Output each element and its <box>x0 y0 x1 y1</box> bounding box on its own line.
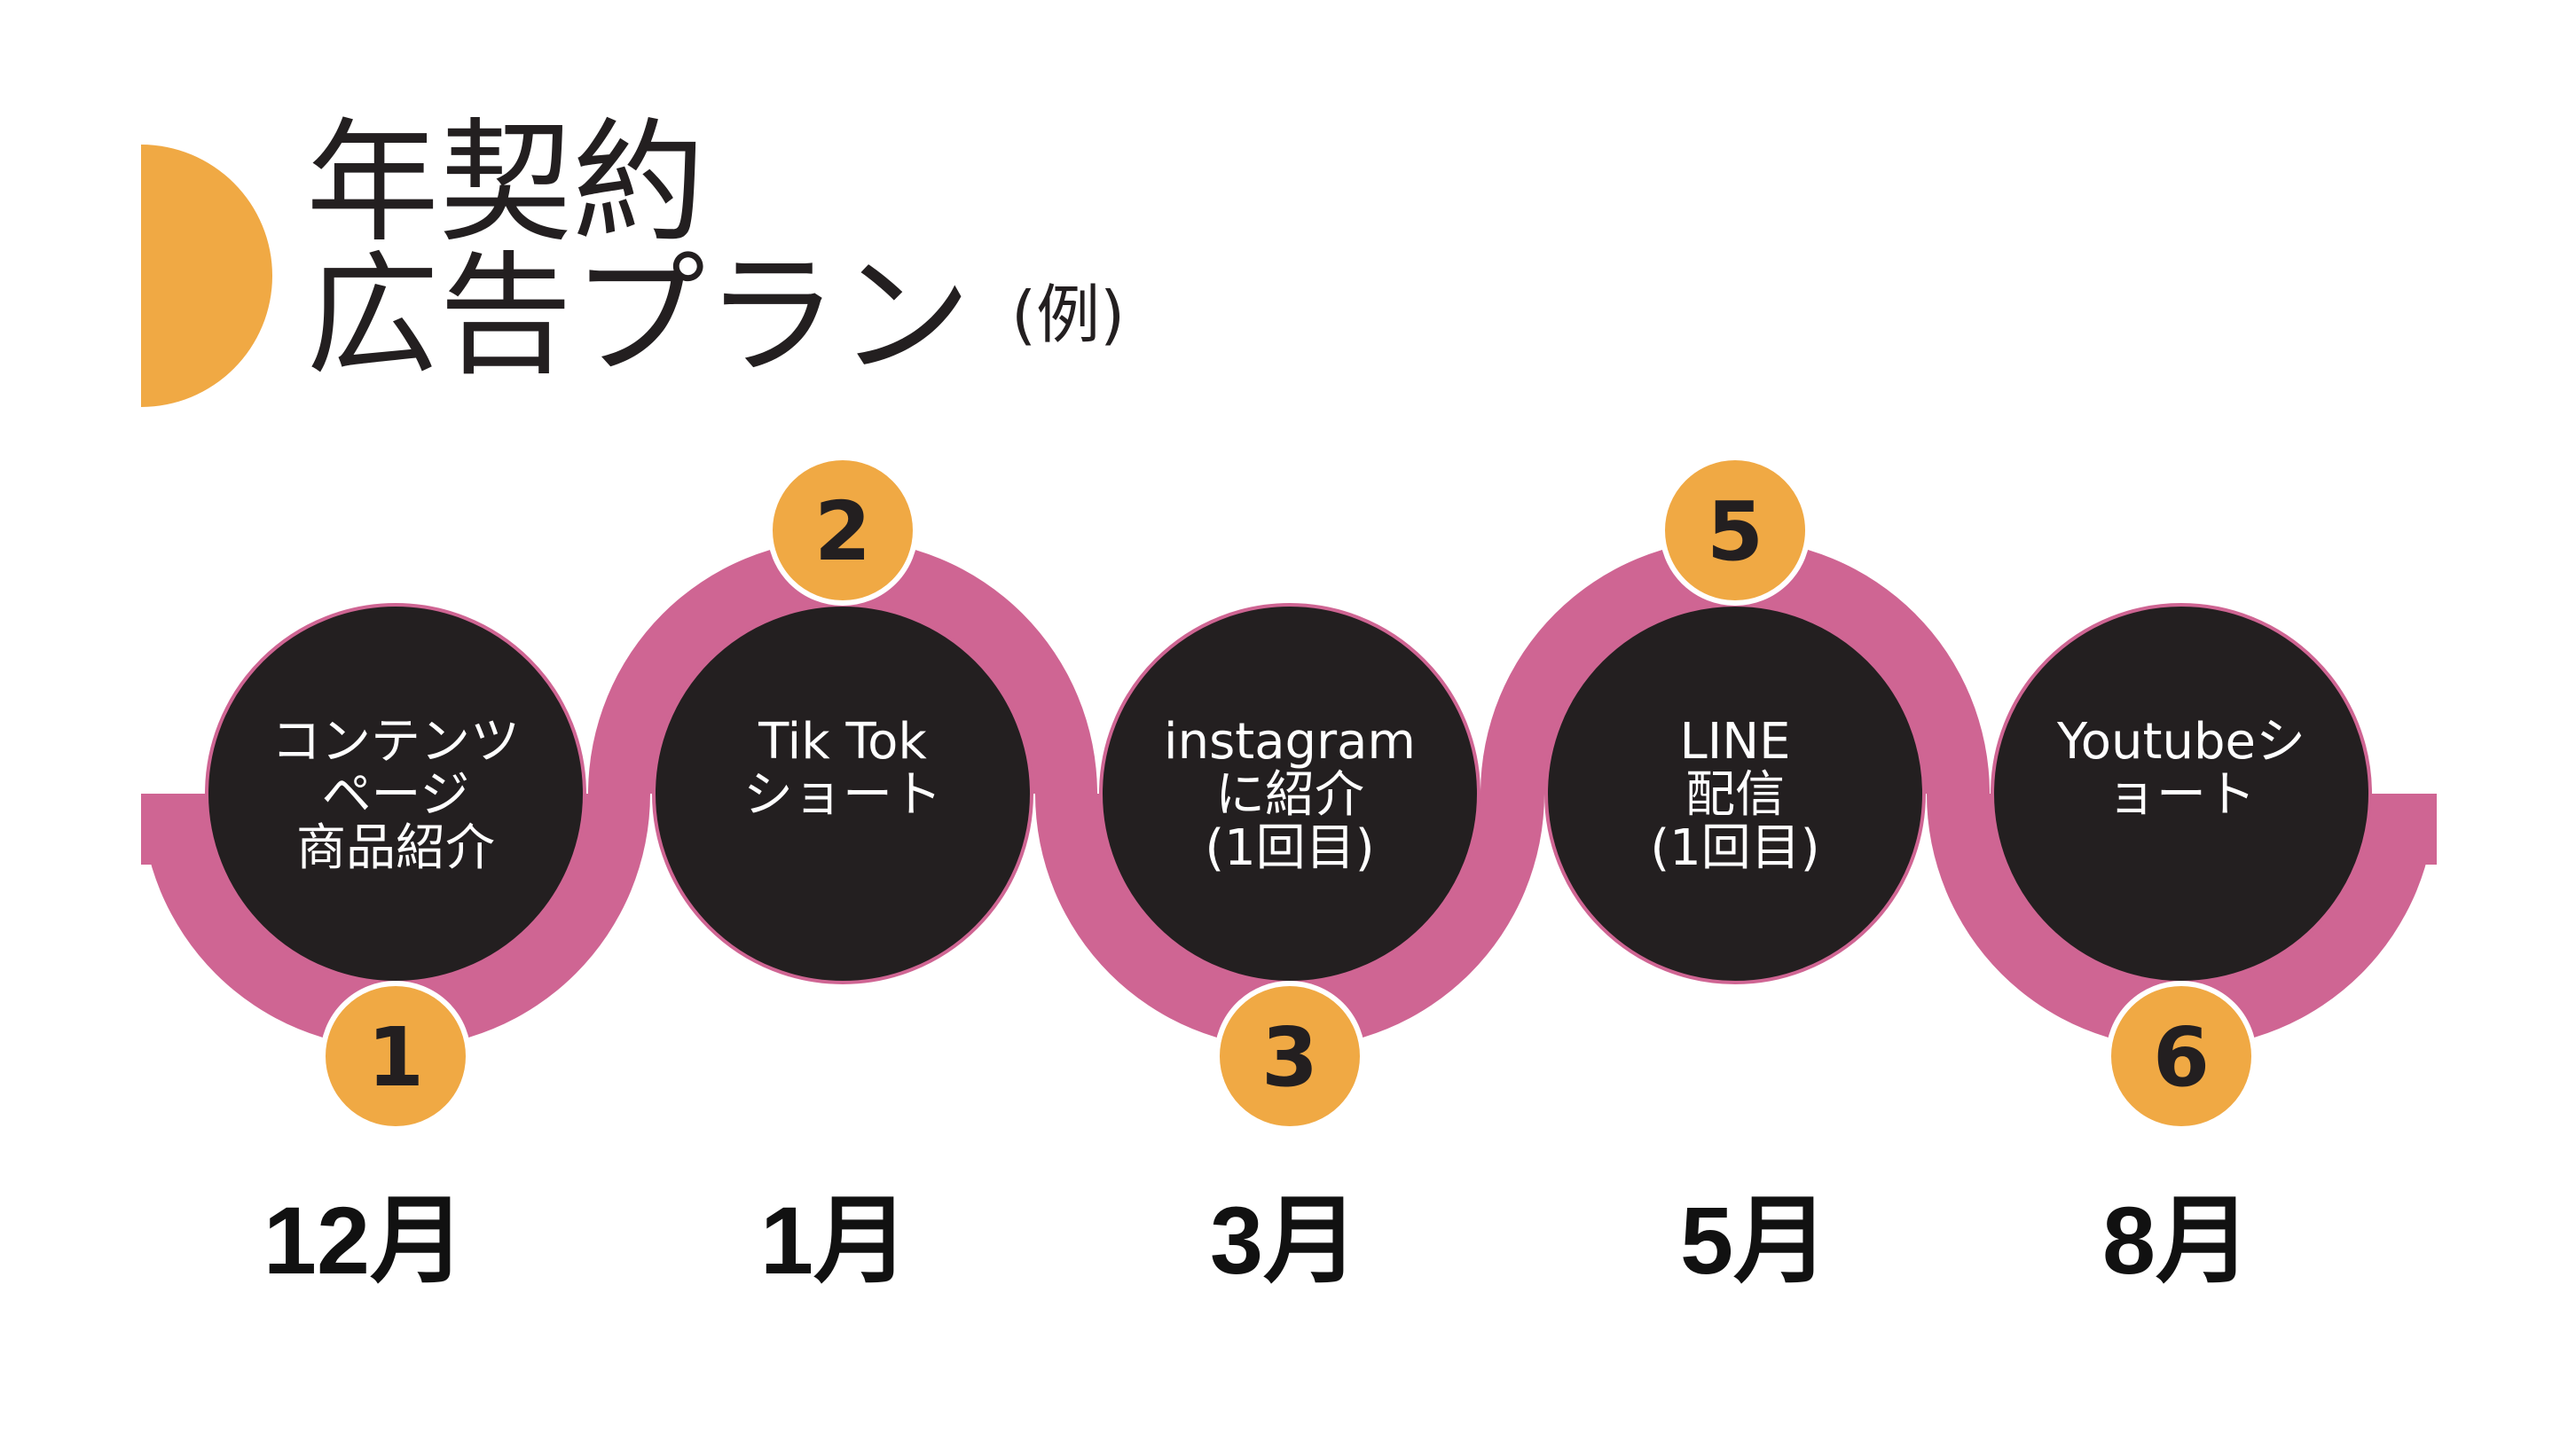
title-suffix: (例) <box>1011 278 1125 352</box>
title-line-1: 年契約 <box>306 106 705 261</box>
step-month: 5月 <box>1680 1187 1829 1294</box>
step-number-badge <box>767 455 918 606</box>
step-label-line: に紹介 <box>1215 766 1364 824</box>
title-half-circle-decoration <box>141 145 272 407</box>
step-number: 2 <box>814 484 871 579</box>
step-number: 5 <box>1707 484 1763 579</box>
step-label-line: instagram <box>1164 713 1416 771</box>
step-label-line: コンテンツ <box>271 713 520 771</box>
step-label-line: ショート <box>743 766 942 824</box>
step-number-badge <box>1660 455 1810 606</box>
step-number-badge <box>1214 981 1365 1132</box>
step-month: 3月 <box>1210 1187 1359 1294</box>
title-line-2: 広告プラン <box>306 239 971 394</box>
step-month: 1月 <box>760 1187 909 1294</box>
step-label-line: LINE <box>1680 713 1791 771</box>
step-number: 1 <box>367 1010 424 1105</box>
step-number: 3 <box>1261 1010 1318 1105</box>
step-label-line: (1回目) <box>1650 819 1819 877</box>
step-label-line: Youtubeシ <box>2056 713 2305 771</box>
step-month: 12月 <box>263 1187 466 1294</box>
step-label-line: Tik Tok <box>758 713 927 771</box>
step-number: 6 <box>2153 1010 2210 1105</box>
step-number-badge <box>320 981 471 1132</box>
step-label-line: ョート <box>2107 766 2256 824</box>
step-month: 8月 <box>2102 1187 2251 1294</box>
step-label-line: (1回目) <box>1205 819 1374 877</box>
step-label-line: 配信 <box>1685 766 1785 824</box>
step-label-line: ページ <box>322 766 470 824</box>
ribbon-stub-right <box>2359 794 2437 865</box>
step-label-line: 商品紹介 <box>296 819 495 877</box>
step-number-badge <box>2106 981 2257 1132</box>
